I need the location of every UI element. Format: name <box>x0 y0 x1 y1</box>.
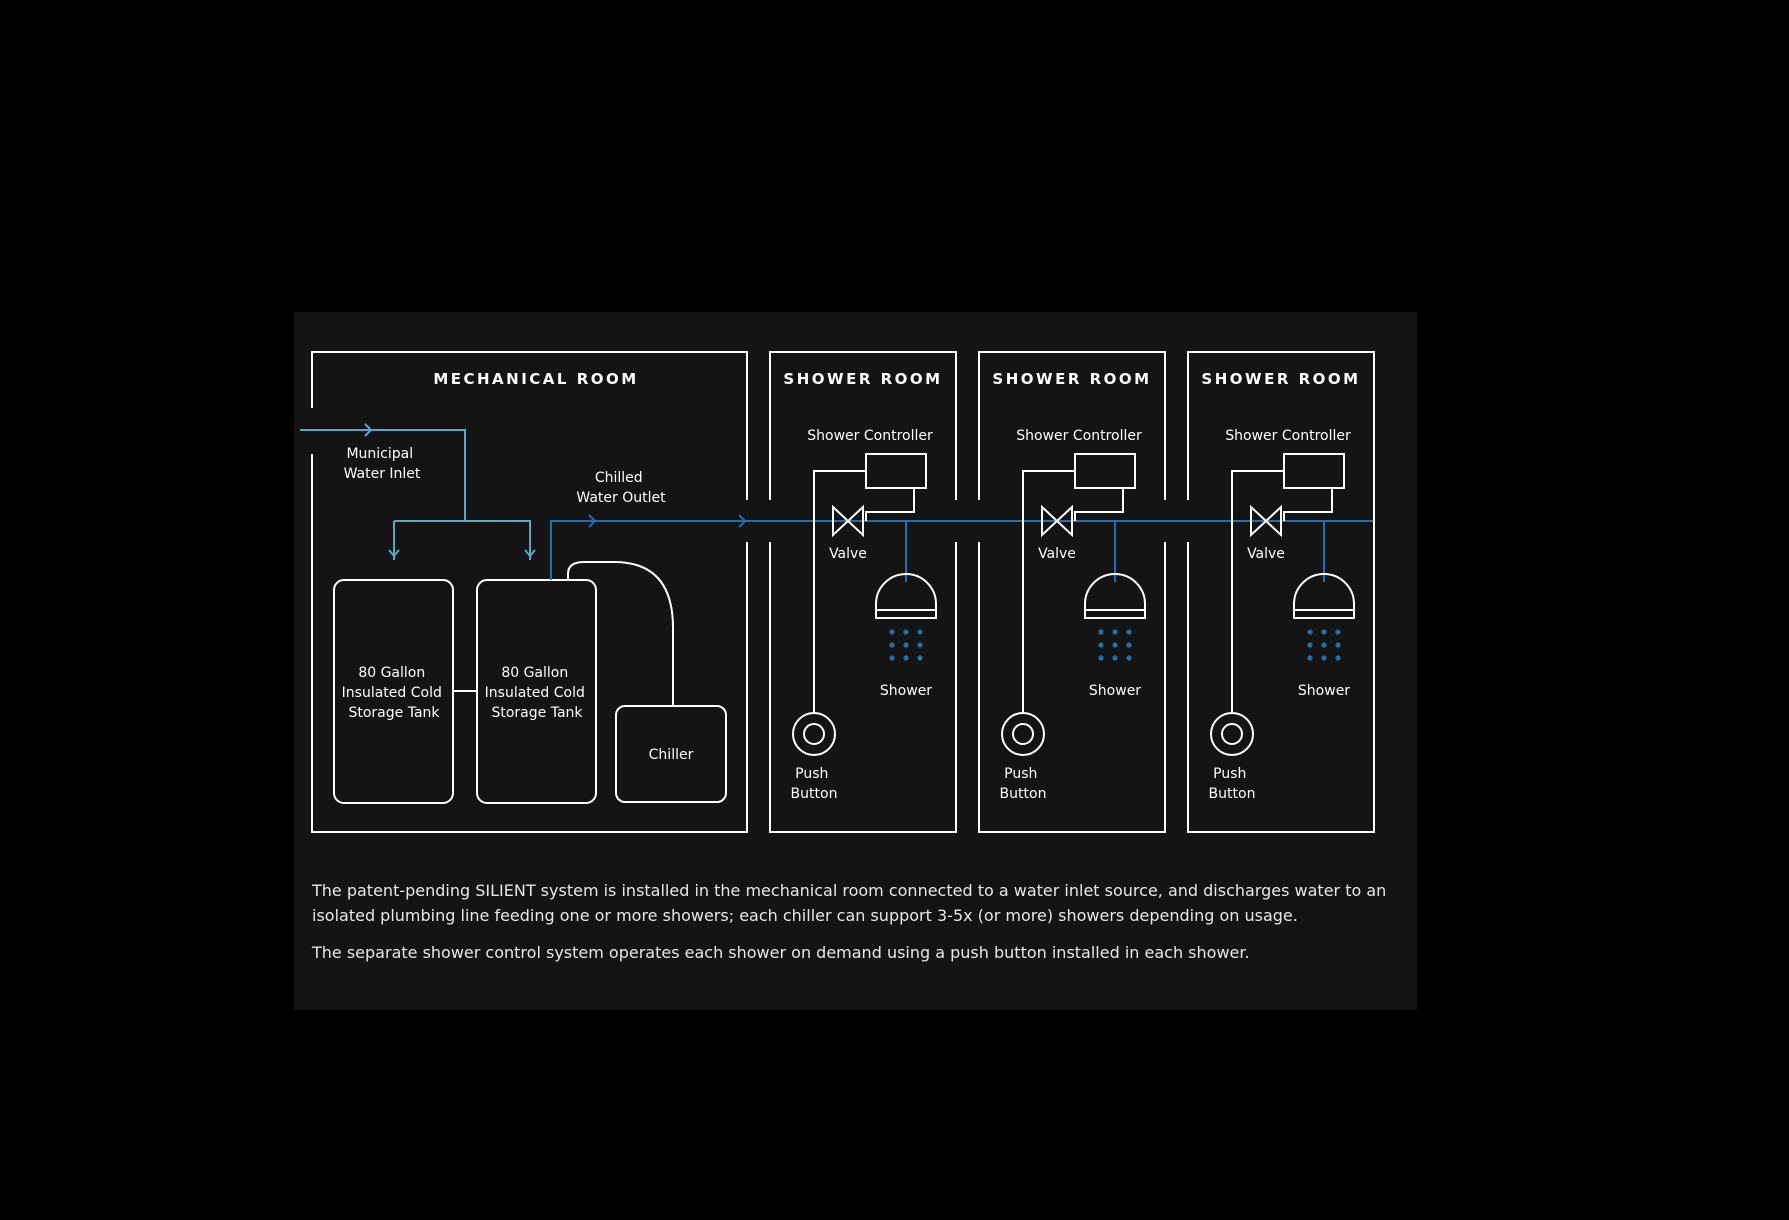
chiller-loop-pipe <box>567 561 674 706</box>
shower-room-2-valve-label: Valve <box>1038 546 1076 562</box>
inlet-pipe <box>300 429 531 560</box>
shower-room-3-controller-label: Shower Controller <box>1225 428 1351 444</box>
shower-room-2-push-button-label: Push Button <box>1000 766 1047 802</box>
shower-room-3-valve <box>1250 504 1282 538</box>
shower-room-1-title: SHOWER ROOM <box>783 370 942 388</box>
shower-room-3-shower-label: Shower <box>1298 683 1350 699</box>
shower-room-3-control-wire <box>1231 470 1333 712</box>
shower-room-2-controller <box>1074 453 1136 489</box>
shower-room-2: SHOWER ROOM Shower Controller Valve Show… <box>978 351 1166 833</box>
shower-room-1-push-button-inner <box>803 723 825 745</box>
caption-paragraph-1: The patent-pending SILIENT system is ins… <box>312 881 1387 925</box>
shower-room-2-valve <box>1041 504 1073 538</box>
mechanical-room-title: MECHANICAL ROOM <box>433 370 638 388</box>
shower-room-1-shower-head <box>875 573 937 619</box>
chiller <box>615 705 727 803</box>
shower-room-1-controller <box>865 453 927 489</box>
shower-room-3-push-button-inner <box>1221 723 1243 745</box>
shower-room-1-controller-label: Shower Controller <box>807 428 933 444</box>
diagram-panel: MECHANICAL ROOM Municipal Water Inlet Ch… <box>294 312 1417 1010</box>
mechanical-room-outline <box>311 351 748 833</box>
shower-room-1-push-button-label: Push Button <box>791 766 838 802</box>
chilled-outlet-label: Chilled Water Outlet <box>576 470 666 506</box>
outlet-arrow-1 <box>588 514 597 528</box>
shower-room-2-push-button-outer <box>1001 712 1045 756</box>
tank-arrow-left <box>388 549 400 558</box>
shower-room-1-valve <box>832 504 864 538</box>
shower-room-3-push-button-label: Push Button <box>1209 766 1256 802</box>
shower-room-2-controller-label: Shower Controller <box>1016 428 1142 444</box>
shower-room-3: SHOWER ROOM Shower Controller Valve Show… <box>1187 351 1375 833</box>
shower-room-2-shower-label: Shower <box>1089 683 1141 699</box>
shower-room-3-water-drops <box>1307 629 1341 661</box>
shower-room-1-shower-label: Shower <box>880 683 932 699</box>
shower-room-1-control-wire <box>813 470 915 712</box>
municipal-inlet-label: Municipal Water Inlet <box>344 446 421 482</box>
shower-room-1-outline <box>769 351 957 833</box>
chilled-water-outlet-pipe <box>550 520 1374 580</box>
inlet-arrow <box>364 423 373 437</box>
shower-room-1-push-button-outer <box>792 712 836 756</box>
shower-room-2-water-drops <box>1098 629 1132 661</box>
mechanical-room: MECHANICAL ROOM Municipal Water Inlet Ch… <box>300 351 748 833</box>
storage-tank-1-label: 80 Gallon Insulated Cold Storage Tank <box>342 665 447 721</box>
shower-room-3-push-button-outer <box>1210 712 1254 756</box>
shower-room-3-outline <box>1187 351 1375 833</box>
shower-room-1-valve-label: Valve <box>829 546 867 562</box>
caption: The patent-pending SILIENT system is ins… <box>312 878 1392 977</box>
shower-room-2-outline <box>978 351 1166 833</box>
shower-room-3-shower-head <box>1293 573 1355 619</box>
shower-room-1: SHOWER ROOM Shower Controller Valve Show… <box>769 351 957 833</box>
shower-room-2-control-wire <box>1022 470 1124 712</box>
outlet-arrow-2 <box>738 514 747 528</box>
shower-room-3-title: SHOWER ROOM <box>1201 370 1360 388</box>
caption-paragraph-2: The separate shower control system opera… <box>312 943 1250 962</box>
tank-arrow-right <box>524 549 536 558</box>
shower-room-3-valve-label: Valve <box>1247 546 1285 562</box>
shower-room-2-title: SHOWER ROOM <box>992 370 1151 388</box>
shower-room-3-controller <box>1283 453 1345 489</box>
chiller-label: Chiller <box>649 747 694 763</box>
plumbing-diagram: MECHANICAL ROOM Municipal Water Inlet Ch… <box>300 351 1375 833</box>
shower-room-2-push-button-inner <box>1012 723 1034 745</box>
shower-room-2-shower-head <box>1084 573 1146 619</box>
shower-room-1-water-drops <box>889 629 923 661</box>
storage-tank-2-label: 80 Gallon Insulated Cold Storage Tank <box>485 665 590 721</box>
